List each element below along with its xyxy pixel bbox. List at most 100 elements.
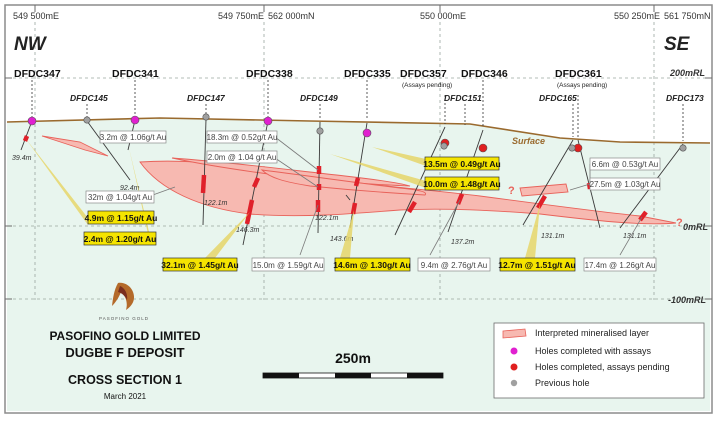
collar-dfdc173[interactable]: [679, 144, 687, 152]
scale-bar-segment-1: [263, 373, 299, 378]
leader-prev-3: [274, 136, 319, 171]
hole-label-dfdc173: DFDC173: [666, 93, 704, 103]
coord-549750: 549 750mE: [218, 11, 264, 21]
direction-nw: NW: [14, 34, 48, 55]
callout-prev-2: 32m @ 1.04g/t Au: [85, 190, 155, 204]
trace-dfdc145: [86, 120, 131, 181]
callout-prev-7: 6.6m @ 0.53g/t Au: [589, 157, 661, 171]
depth-labels: 39.4m 92.4m 122.1m 146.3m 122.1m 143.6m …: [12, 155, 647, 246]
collar-dfdc341[interactable]: [130, 115, 140, 125]
svg-text:3.2m @ 1.06g/t Au: 3.2m @ 1.06g/t Au: [100, 133, 166, 142]
callout-prev-3: 18.3m @ 0.52g/t Au: [207, 130, 278, 144]
legend-swatch-pending: [510, 363, 518, 371]
new-intercept-callouts: 4.9m @ 1.15g/t Au 2.4m @ 1.20g/t Au 32.1…: [84, 156, 576, 272]
svg-text:6.6m @ 0.53g/t Au: 6.6m @ 0.53g/t Au: [592, 160, 658, 169]
svg-text:18.3m @ 0.52g/t Au: 18.3m @ 0.52g/t Au: [207, 133, 278, 142]
svg-text:10.0m @ 1.48g/t Au: 10.0m @ 1.48g/t Au: [423, 179, 500, 189]
svg-text:2.4m @ 1.20g/t Au: 2.4m @ 1.20g/t Au: [84, 234, 157, 244]
previous-hole-labels: DFDC145 DFDC147 DFDC149 DFDC151 DFDC165 …: [70, 93, 704, 103]
surface-label: Surface: [512, 136, 545, 146]
intercept-335b: [350, 202, 358, 215]
title-date: March 2021: [104, 392, 147, 401]
svg-text:4.9m @ 1.15g/t Au: 4.9m @ 1.15g/t Au: [85, 213, 158, 223]
leader-callout-7: [525, 204, 540, 258]
coord-550250: 550 250mE: [614, 11, 660, 21]
title-line-2: DUGBE F DEPOSIT: [65, 345, 184, 360]
svg-text:9.4m @ 2.76g/t Au: 9.4m @ 2.76g/t Au: [421, 261, 487, 270]
rl-label-0: 0mRL: [683, 222, 708, 232]
previous-intercept-callouts: 3.2m @ 1.06g/t Au 32m @ 1.04g/t Au 18.3m…: [85, 130, 661, 272]
svg-text:15.0m @ 1.59g/t Au: 15.0m @ 1.59g/t Au: [253, 261, 324, 270]
depth-dfdc335: 143.6m: [330, 236, 354, 243]
depth-dfdc338: 146.3m: [236, 227, 260, 234]
callout-leaders: [26, 139, 540, 258]
hole-label-dfdc151: DFDC151: [444, 93, 482, 103]
intercept-347: [22, 135, 30, 142]
depth-dfdc173: 131.1m: [623, 233, 647, 240]
uncertain-mark-2: ?: [676, 217, 683, 229]
collar-dfdc149[interactable]: [316, 127, 324, 135]
legend-swatch-previous: [510, 379, 518, 387]
depth-dfdc165: 131.1m: [541, 233, 565, 240]
trace-dfdc149: [317, 121, 321, 234]
depth-dfdc147: 122.1m: [204, 200, 228, 207]
callout-prev-4: 2.0m @ 1.04 g/t Au: [206, 150, 278, 164]
direction-se: SE: [664, 34, 691, 55]
collar-dfdc347[interactable]: [27, 116, 37, 126]
leader-prev-4: [274, 157, 319, 188]
callout-new-1: 4.9m @ 1.15g/t Au: [85, 210, 158, 225]
scale-bar: 250m: [262, 350, 444, 379]
hole-label-dfdc147: DFDC147: [187, 93, 226, 103]
leader-callout-6: [330, 154, 426, 188]
leader-callout-1: [26, 139, 88, 225]
hole-label-dfdc341: DFDC341: [112, 68, 159, 80]
hole-label-dfdc149: DFDC149: [300, 93, 338, 103]
intercept-357: [407, 200, 417, 214]
logo-text: PASOFINO GOLD: [99, 316, 149, 321]
hole-label-dfdc335: DFDC335: [344, 68, 391, 80]
callout-new-7: 12.7m @ 1.51g/t Au: [498, 257, 576, 272]
rl-label-200: 200mRL: [669, 68, 705, 78]
intercept-335a: [353, 177, 361, 187]
rl-labels: 200mRL 0mRL -100mRL: [668, 68, 708, 305]
collar-dfdc346[interactable]: [478, 143, 488, 153]
coord-549500: 549 500mE: [13, 11, 59, 21]
collar-dfdc338[interactable]: [263, 116, 273, 126]
leader-prev-9: [619, 216, 643, 256]
svg-text:17.4m @ 1.26g/t Au: 17.4m @ 1.26g/t Au: [585, 261, 656, 270]
hole-label-dfdc347: DFDC347: [14, 68, 61, 80]
scale-bar-segment-5: [407, 373, 443, 378]
layer-upper-1: [171, 157, 411, 187]
intercept-338b: [244, 199, 255, 225]
intercept-147: [200, 174, 207, 194]
hole-label-dfdc357: DFDC357: [400, 68, 447, 80]
collar-dfdc151[interactable]: [440, 142, 448, 150]
coord-561750n: 561 750mN: [664, 11, 711, 21]
intercept-165: [536, 194, 547, 210]
hole-labels: DFDC347 DFDC341 DFDC338 DFDC335 DFDC357 …: [14, 68, 602, 80]
legend-layer-swatch: [502, 328, 527, 339]
callout-prev-6: 9.4m @ 2.76g/t Au: [417, 257, 491, 272]
collar-dfdc335[interactable]: [362, 128, 372, 138]
previous-callout-leaders: [99, 136, 643, 256]
mineralised-layers: [41, 135, 677, 225]
title-line-3: CROSS SECTION 1: [68, 373, 182, 387]
leader-callout-4: [340, 210, 354, 258]
uncertain-mark-1: ?: [508, 185, 515, 197]
layer-lens-west: [41, 135, 109, 157]
hole-label-dfdc346: DFDC346: [461, 68, 508, 80]
hole-label-dfdc361: DFDC361: [555, 68, 602, 80]
depth-dfdc151: 137.2m: [451, 239, 475, 246]
hole-collars: [27, 113, 687, 153]
hole-label-dfdc165: DFDC165: [539, 93, 577, 103]
trace-dfdc165: [522, 139, 574, 226]
collar-dfdc147[interactable]: [202, 113, 210, 121]
legend: Interpreted mineralised layer Holes comp…: [493, 322, 705, 399]
legend-label-previous: Previous hole: [535, 378, 590, 388]
callout-prev-1: 3.2m @ 1.06g/t Au: [99, 130, 167, 144]
rl-label-minus100: -100mRL: [668, 295, 706, 305]
depth-dfdc347: 39.4m: [12, 155, 32, 162]
collar-dfdc165[interactable]: [568, 144, 576, 152]
trace-dfdc346: [345, 194, 351, 201]
collar-dfdc145[interactable]: [83, 116, 91, 124]
